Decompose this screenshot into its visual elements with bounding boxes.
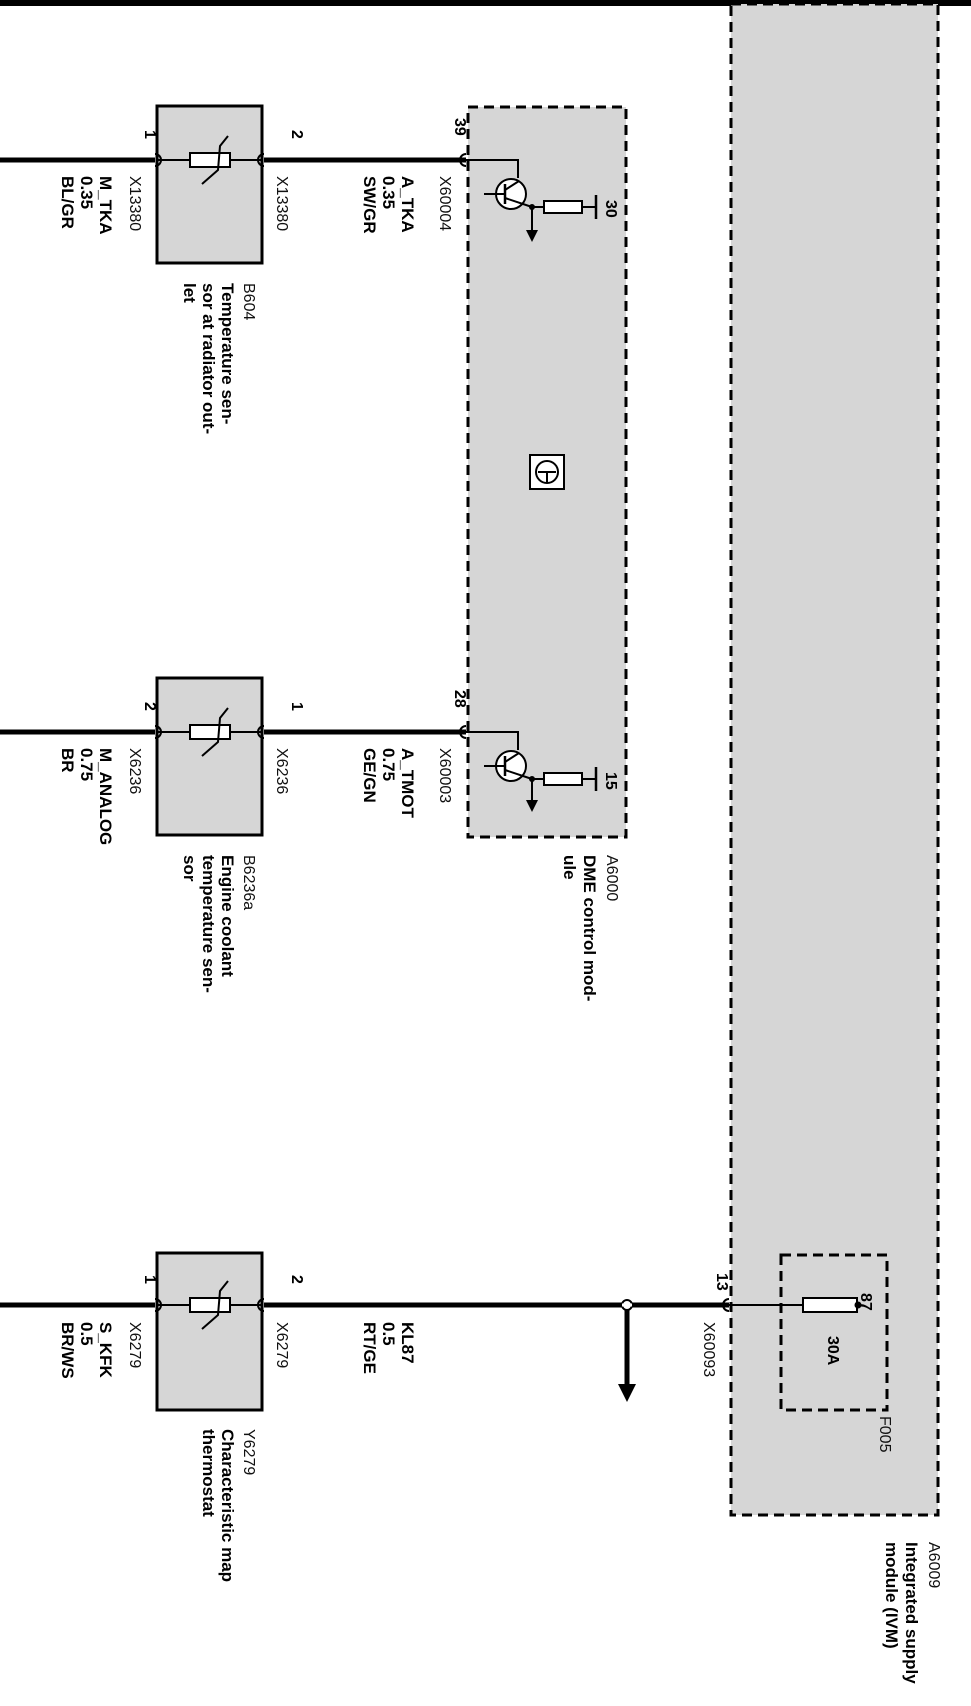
wire-a-tmot-size: 0.75 (379, 748, 398, 781)
wire-kl87-color: RT/GE (360, 1322, 379, 1374)
wire-s-kfk-color: BR/WS (58, 1322, 77, 1379)
ivm-connector-label: X60093 (700, 1322, 717, 1377)
fuse-symbol (802, 1297, 858, 1313)
b6236a-id: B6236a (240, 855, 257, 910)
thermistor-b6236a-icon (189, 724, 231, 740)
dme-supply-top: 30 (602, 200, 619, 218)
wire-kl87-signal: KL87 (398, 1322, 417, 1364)
ivm-id: A6009 (925, 1542, 942, 1588)
wire-a-tmot-signal: A_TMOT (398, 748, 417, 819)
y6279-id: Y6279 (240, 1429, 257, 1475)
ground-arrow-mid-icon (526, 800, 538, 812)
dme-id: A6000 (603, 855, 620, 901)
dme-transistor-mid: 15 (459, 725, 619, 812)
resistor-top-icon (543, 200, 583, 214)
wire-m-tka-color: BL/GR (58, 176, 77, 229)
wire-a-tka-color: SW/GR (360, 176, 379, 234)
dme-module: A6000 DME control mod- ule (436, 105, 628, 1001)
wire-kl87-size: 0.5 (379, 1322, 398, 1346)
y6279-pin-left: 1 (141, 1275, 158, 1284)
sensor-b6236a-body (155, 676, 264, 837)
dme-connector-top-label: X60004 (436, 176, 453, 231)
wire-m-analog-signal: M_ANALOG (96, 748, 115, 845)
dme-connector-mid-label: X60003 (436, 748, 453, 803)
wire-a-tka-signal: A_TKA (398, 176, 417, 233)
wire-m-tka-signal: M_TKA (96, 176, 115, 235)
y6279-pin-right: 2 (288, 1275, 305, 1284)
b604-conn-left: X13380 (126, 176, 143, 231)
b604-desc-2: sor at radiator out- (199, 283, 218, 434)
b6236a-conn-right: X6236 (273, 748, 290, 794)
b6236a-desc-2: temperature sen- (199, 855, 218, 993)
fuse-node (854, 1301, 862, 1309)
wire-m-analog-color: BR (58, 748, 77, 773)
ivm-name-line2: module (IVM) (882, 1542, 901, 1649)
wire-a-tka-size: 0.35 (379, 176, 398, 209)
sensor-b604 (154, 104, 265, 265)
dme-name-line1: DME control mod- (580, 855, 599, 1001)
b604-desc-1: Temperature sen- (218, 283, 237, 424)
b6236a-desc-3: sor (180, 855, 199, 882)
wire-m-analog-size: 0.75 (77, 748, 96, 781)
thermistor-y6279-icon (189, 1297, 231, 1313)
dme-name-line2: ule (560, 855, 579, 880)
b604-pin-right: 2 (288, 130, 305, 139)
b6236a-conn-left: X6236 (126, 748, 143, 794)
y6279-conn-right: X6279 (273, 1322, 290, 1368)
fuse-rating: 30A (824, 1336, 841, 1366)
y6279-desc-2: thermostat (199, 1429, 218, 1517)
ivm-module-box (729, 2, 940, 1517)
y6279-desc-1: Characteristic map (218, 1429, 237, 1582)
dme-supply-mid: 15 (602, 772, 619, 790)
dme-pin-mid: 28 (451, 690, 468, 708)
b6236a-pin-left: 2 (141, 702, 158, 711)
dme-pin-top: 39 (451, 118, 468, 136)
b604-id: B604 (240, 283, 257, 320)
b604-desc-3: let (180, 283, 199, 303)
branch-arrow-down-icon (618, 1384, 636, 1402)
dme-logo-ring (535, 460, 559, 484)
ground-arrow-top-icon (526, 230, 538, 242)
sensor-b604-body (155, 104, 264, 265)
ivm-name-line1: Integrated supply (902, 1542, 921, 1684)
fuse-pin: 87 (857, 1293, 874, 1311)
b604-conn-right: X13380 (273, 176, 290, 231)
sensor-y6279 (154, 1251, 265, 1412)
wire-s-kfk-size: 0.5 (77, 1322, 96, 1346)
b6236a-pin-right: 1 (288, 702, 305, 711)
b6236a-desc-1: Engine coolant (218, 855, 237, 977)
sensor-y6279-body (155, 1251, 264, 1412)
ivm-pin: 13 (713, 1273, 730, 1291)
ivm-module: A6009 Integrated supply module (IVM) F00… (700, 2, 942, 1684)
fuse-id: F005 (876, 1416, 893, 1453)
resistor-mid-icon (543, 772, 583, 786)
sensor-b6236a (154, 676, 265, 837)
kl87-branch (618, 1299, 636, 1402)
y6279-conn-left: X6279 (126, 1322, 143, 1368)
fuse-box (779, 1253, 889, 1412)
thermistor-b604-icon (189, 152, 231, 168)
wire-m-tka-size: 0.35 (77, 176, 96, 209)
wire-a-tmot-color: GE/GN (360, 748, 379, 803)
b604-pin-left: 1 (141, 130, 158, 139)
dme-transistor-top: 30 (459, 153, 619, 242)
wire-s-kfk-signal: S_KFK (96, 1322, 115, 1378)
